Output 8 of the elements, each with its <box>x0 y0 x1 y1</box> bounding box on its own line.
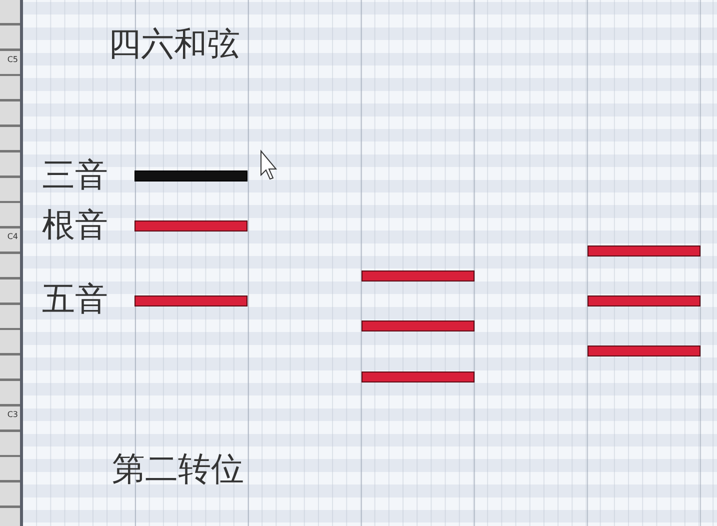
key-label: C3 <box>6 410 18 419</box>
note-label: 三音 <box>42 158 108 191</box>
inversion-caption: 第二转位 <box>112 452 244 485</box>
key-label: C5 <box>6 55 18 64</box>
chord-title: 四六和弦 <box>108 27 240 60</box>
note-label: 根音 <box>42 208 108 241</box>
key-label: C4 <box>6 232 18 241</box>
note-label: 五音 <box>42 282 108 315</box>
